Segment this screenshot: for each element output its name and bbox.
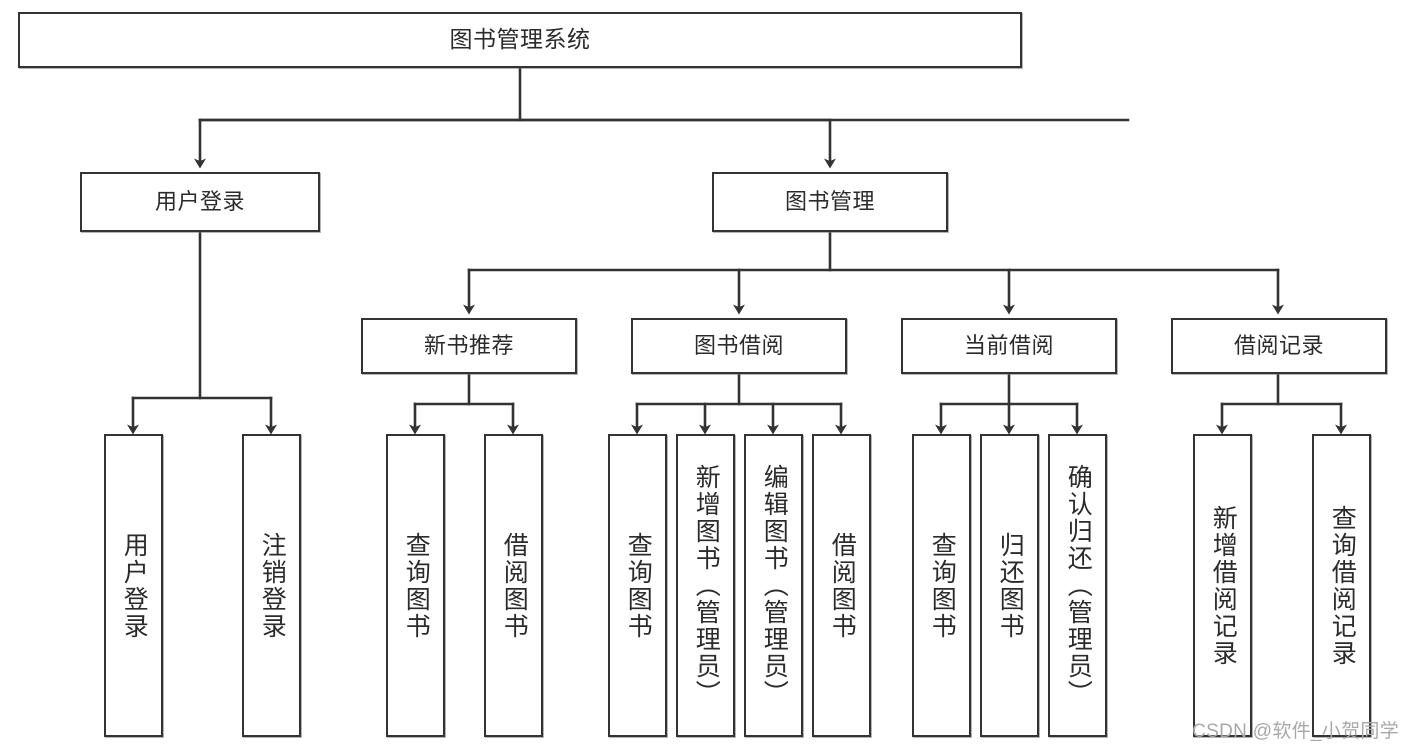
node-label: 查询图书 bbox=[928, 531, 957, 640]
node-label: 确认归还（管理员） bbox=[1064, 464, 1093, 707]
node-label: 编辑图书（管理员） bbox=[760, 464, 789, 707]
node-leaf-edit-book[interactable]: 编辑图书（管理员） bbox=[744, 434, 803, 737]
node-label: 新增借阅记录 bbox=[1209, 504, 1238, 667]
node-leaf-query-book-2[interactable]: 查询图书 bbox=[608, 434, 667, 737]
node-leaf-query-book-1[interactable]: 查询图书 bbox=[386, 434, 445, 737]
node-label: 归还图书 bbox=[996, 531, 1025, 640]
node-leaf-query-record[interactable]: 查询借阅记录 bbox=[1312, 434, 1371, 737]
node-label: 当前借阅 bbox=[963, 332, 1054, 358]
node-label: 注销登录 bbox=[258, 531, 287, 640]
node-new-book-recommend[interactable]: 新书推荐 bbox=[361, 318, 577, 374]
node-borrow-record[interactable]: 借阅记录 bbox=[1171, 318, 1387, 374]
node-label: 新增图书（管理员） bbox=[692, 464, 721, 707]
node-leaf-add-record[interactable]: 新增借阅记录 bbox=[1193, 434, 1252, 737]
node-leaf-confirm-return[interactable]: 确认归还（管理员） bbox=[1048, 434, 1107, 737]
node-label: 借阅记录 bbox=[1233, 332, 1324, 358]
node-label: 图书借阅 bbox=[693, 332, 784, 358]
node-leaf-query-book-3[interactable]: 查询图书 bbox=[912, 434, 971, 737]
node-leaf-user-login[interactable]: 用户登录 bbox=[104, 434, 163, 737]
node-current-borrow[interactable]: 当前借阅 bbox=[901, 318, 1117, 374]
node-leaf-borrow-book-1[interactable]: 借阅图书 bbox=[484, 434, 543, 737]
node-label: 借阅图书 bbox=[500, 531, 529, 640]
node-root-book-management-system[interactable]: 图书管理系统 bbox=[18, 12, 1022, 68]
node-label: 查询图书 bbox=[402, 531, 431, 640]
node-book-borrow[interactable]: 图书借阅 bbox=[631, 318, 847, 374]
node-book-management[interactable]: 图书管理 bbox=[712, 172, 948, 232]
node-user-login[interactable]: 用户登录 bbox=[80, 172, 320, 232]
node-label: 用户登录 bbox=[154, 188, 245, 214]
node-label: 图书管理 bbox=[784, 188, 875, 214]
node-label: 查询借阅记录 bbox=[1328, 504, 1357, 667]
node-leaf-borrow-book-2[interactable]: 借阅图书 bbox=[812, 434, 871, 737]
node-label: 图书管理系统 bbox=[449, 26, 591, 53]
node-label: 新书推荐 bbox=[423, 332, 514, 358]
node-leaf-return-book[interactable]: 归还图书 bbox=[980, 434, 1039, 737]
node-label: 查询图书 bbox=[624, 531, 653, 640]
node-label: 借阅图书 bbox=[828, 531, 857, 640]
node-leaf-add-book[interactable]: 新增图书（管理员） bbox=[676, 434, 735, 737]
node-leaf-logout[interactable]: 注销登录 bbox=[242, 434, 301, 737]
node-label: 用户登录 bbox=[120, 531, 149, 640]
